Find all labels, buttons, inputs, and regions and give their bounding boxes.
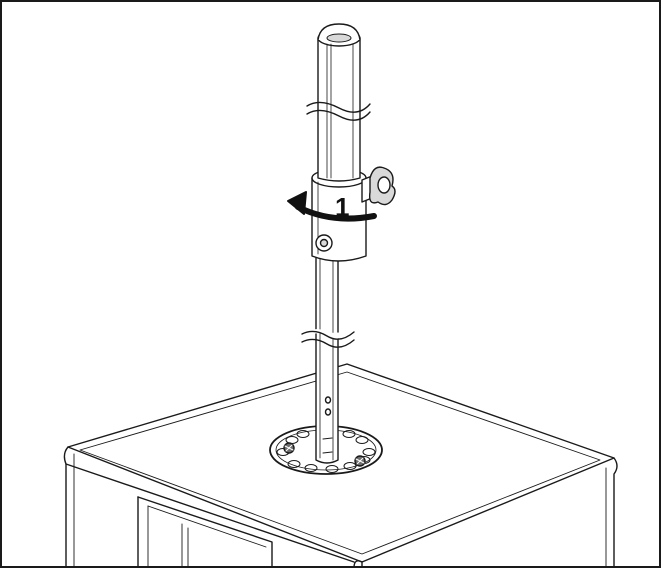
upper-pole-tube: [306, 23, 371, 182]
flange-screw: [354, 455, 366, 467]
flange-screw: [283, 442, 295, 454]
lower-pole-tube: [301, 255, 355, 464]
rotation-arrow: [287, 191, 377, 222]
tension-knob: [361, 166, 396, 206]
grille-recess: [137, 496, 273, 566]
step-number-label: 1: [335, 192, 349, 222]
